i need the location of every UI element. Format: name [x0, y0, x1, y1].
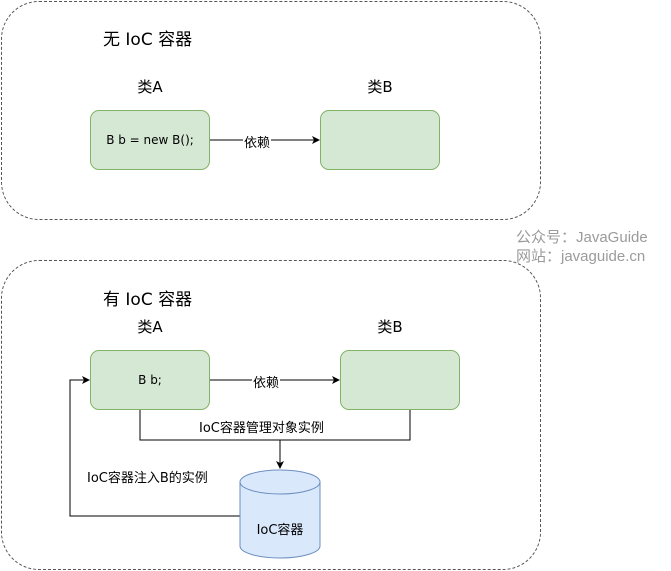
panel-without-ioc: [1, 1, 541, 220]
class-a-code-top: B b = new B();: [106, 133, 194, 147]
class-b-box-bottom: [340, 350, 460, 410]
dependency-label-top: 依赖: [243, 132, 272, 151]
class-b-label-top: 类B: [367, 78, 393, 96]
watermark-line2: 网站：javaguide.cn: [516, 248, 646, 265]
class-a-box-bottom: B b;: [90, 350, 210, 410]
class-a-label-bottom: 类A: [137, 318, 163, 336]
watermark-line1: 公众号：JavaGuide: [516, 229, 648, 246]
inject-arrow: [69, 376, 240, 517]
panel-without-ioc-title: 无 IoC 容器: [103, 30, 193, 50]
ioc-container-label: IoC容器: [256, 523, 304, 538]
panel-with-ioc-title: 有 IoC 容器: [103, 290, 193, 310]
manage-connector: [139, 410, 411, 441]
inject-label: IoC容器注入B的实例: [86, 467, 209, 486]
manage-label: IoC容器管理对象实例: [198, 417, 325, 436]
class-b-box-top: [320, 110, 440, 170]
dependency-label-bottom: 依赖: [252, 372, 281, 391]
ioc-container-cylinder: [239, 469, 321, 559]
class-b-label-bottom: 类B: [377, 318, 403, 336]
class-a-box-top: B b = new B();: [90, 110, 210, 170]
class-a-label-top: 类A: [137, 78, 163, 96]
class-a-code-bottom: B b;: [138, 373, 162, 387]
